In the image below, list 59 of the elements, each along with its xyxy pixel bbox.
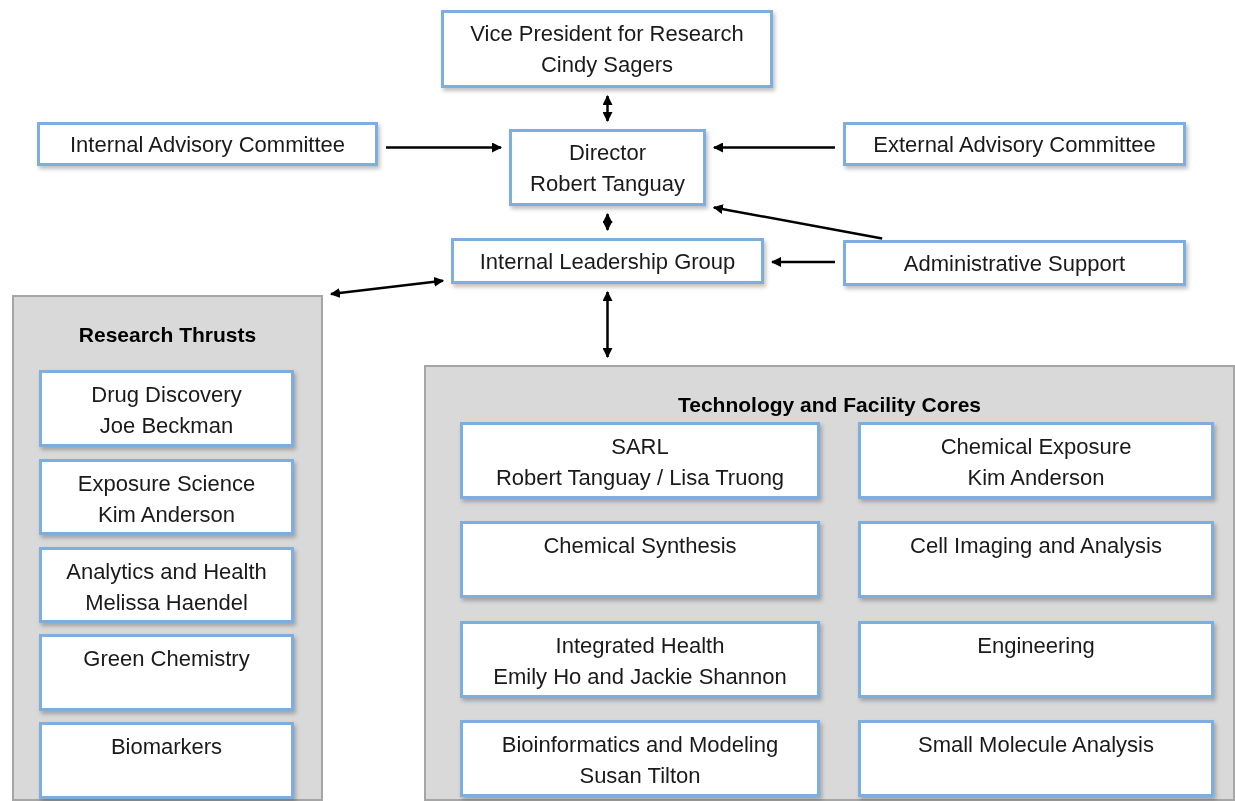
box-title: Bioinformatics and Modeling	[501, 731, 779, 759]
box-title: Cell Imaging and Analysis	[910, 532, 1162, 560]
box-title: Vice President for Research	[470, 20, 744, 48]
org-box	[39, 634, 294, 711]
org-box	[441, 10, 773, 88]
org-box	[858, 521, 1214, 598]
arrow	[771, 257, 835, 267]
box-title: Chemical Exposure	[940, 433, 1132, 461]
person-name: Robert Tanguay	[530, 169, 685, 198]
box-title: Engineering	[977, 632, 1095, 660]
person-name: Cindy Sagers	[540, 51, 674, 79]
org-box	[843, 122, 1186, 166]
org-box	[460, 422, 820, 499]
box-title: Biomarkers	[110, 733, 223, 761]
org-box	[37, 122, 378, 166]
org-box	[460, 621, 820, 698]
person-name: Emily Ho and Jackie Shannon	[493, 663, 787, 691]
org-box	[843, 240, 1186, 286]
arrow	[713, 142, 835, 153]
org-box	[509, 129, 706, 206]
person-name: Kim Anderson	[98, 501, 235, 529]
box-title: Integrated Health	[555, 632, 725, 660]
box-title: Internal Advisory Committee	[69, 130, 346, 159]
org-box	[39, 547, 294, 623]
org-box	[858, 621, 1214, 698]
person-name: Melissa Haendel	[85, 589, 248, 617]
box-title: Chemical Synthesis	[543, 532, 737, 560]
person-name: Joe Beckman	[99, 412, 234, 440]
org-box	[858, 720, 1214, 797]
panel-heading: Research Thrusts	[77, 322, 258, 348]
person-name: Robert Tanguay / Lisa Truong	[495, 464, 785, 492]
box-title: Internal Leadership Group	[479, 247, 736, 276]
org-box	[451, 238, 764, 284]
box-title: Administrative Support	[903, 249, 1126, 278]
box-title: Exposure Science	[77, 470, 256, 498]
box-title: External Advisory Committee	[873, 130, 1156, 159]
box-title: Drug Discovery	[91, 381, 242, 409]
box-title: Small Molecule Analysis	[918, 731, 1154, 759]
arrow	[602, 291, 613, 358]
box-title: Green Chemistry	[83, 645, 250, 673]
arrow	[602, 213, 613, 231]
org-box	[39, 722, 294, 799]
org-box	[39, 459, 294, 535]
person-name: Kim Anderson	[967, 464, 1105, 492]
org-box	[460, 720, 820, 797]
org-box	[460, 521, 820, 598]
org-box	[39, 370, 294, 447]
arrow	[329, 276, 445, 298]
panel-heading: Technology and Facility Cores	[677, 392, 982, 418]
person-name: Susan Tilton	[579, 762, 701, 790]
group-panel	[12, 295, 323, 801]
group-panel	[424, 365, 1235, 801]
box-title: Director	[569, 138, 646, 167]
arrow	[386, 142, 502, 153]
box-title: SARL	[611, 433, 669, 461]
org-box	[858, 422, 1214, 499]
arrow	[712, 204, 883, 240]
arrow	[602, 95, 613, 122]
box-title: Analytics and Health	[66, 558, 267, 586]
